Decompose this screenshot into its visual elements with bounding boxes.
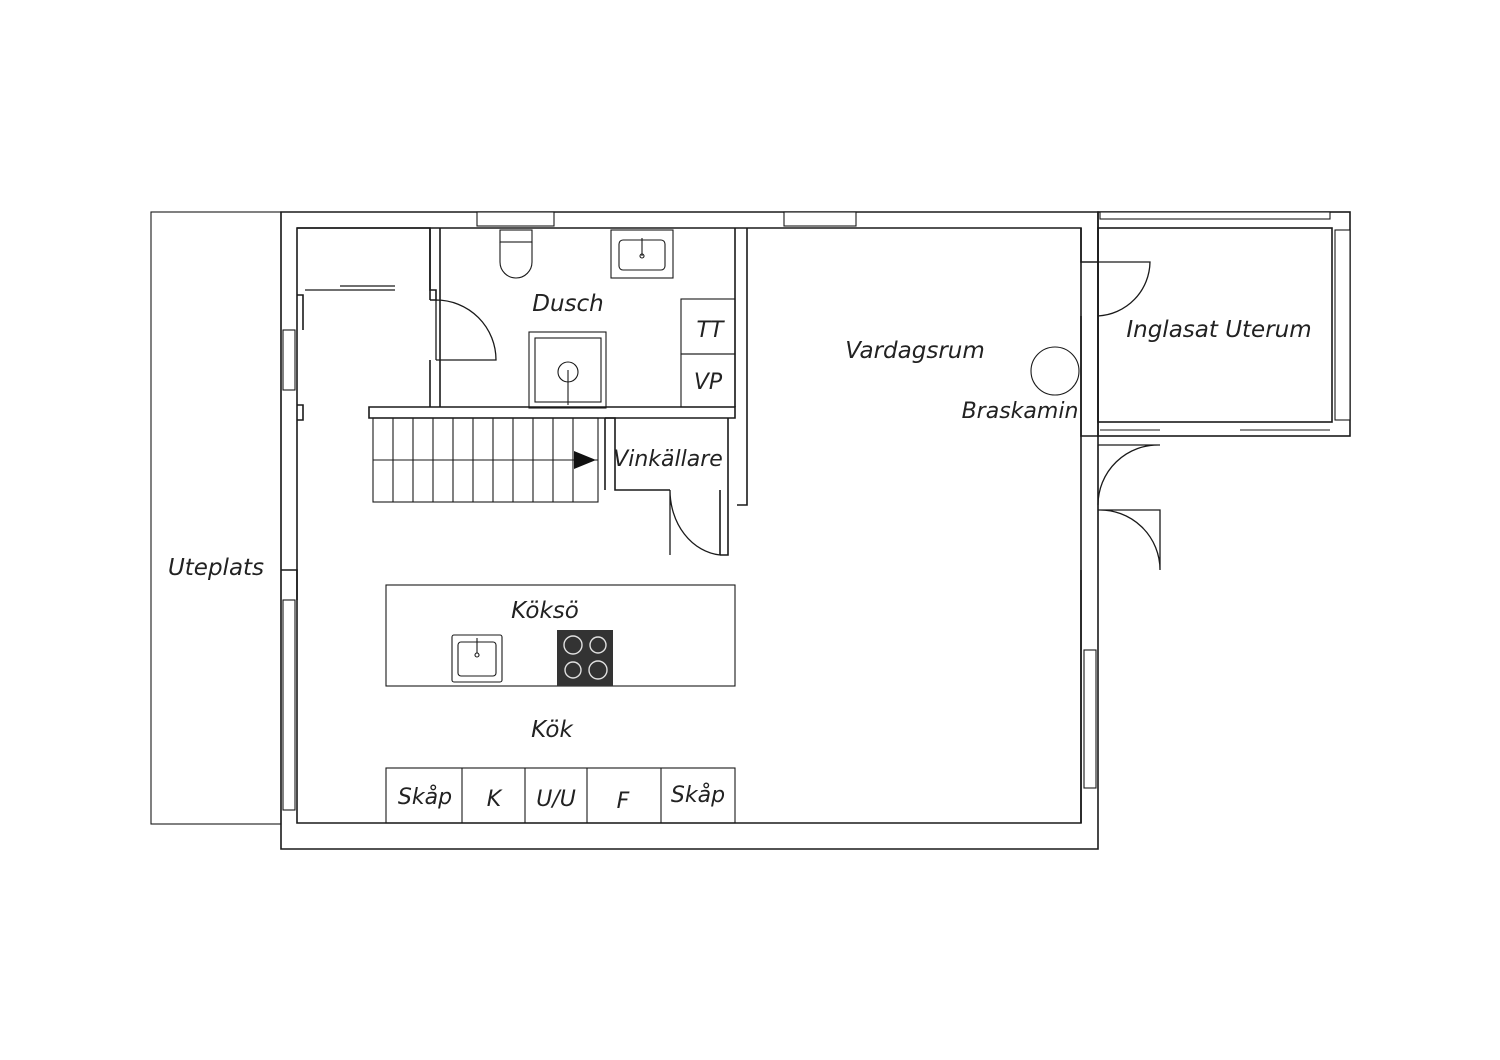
patio <box>150 211 282 825</box>
kitchen-unit-label: Skåp <box>671 782 725 808</box>
sunroom <box>1097 211 1351 437</box>
room-label-dusch: Dusch <box>532 291 604 317</box>
label-braskamin: Braskamin <box>962 399 1079 424</box>
doors <box>305 261 1161 571</box>
kitchen-units <box>385 767 736 824</box>
interior-walls <box>281 227 1098 823</box>
sink-icon <box>451 634 503 683</box>
room-label-uteplats: Uteplats <box>168 555 264 581</box>
stove-icon <box>557 630 613 686</box>
fireplace-icon <box>1030 346 1080 396</box>
kitchen-unit-label: K <box>487 787 503 812</box>
washbasin-icon <box>610 229 674 279</box>
room-label-inglasat-uterum: Inglasat Uterum <box>1126 317 1311 343</box>
shower-icon <box>528 331 607 409</box>
windows <box>282 211 1097 811</box>
outer-walls <box>280 211 1099 850</box>
kitchen-unit-label: U/U <box>536 787 576 812</box>
kitchen-island <box>385 584 736 687</box>
room-label-vardagsrum: Vardagsrum <box>845 338 985 364</box>
stair-direction-arrow-icon <box>574 451 596 469</box>
toilet-icon <box>499 229 533 279</box>
room-label-kok: Kök <box>531 717 574 743</box>
label-vp: VP <box>694 370 723 395</box>
kitchen-unit-label: F <box>617 789 630 814</box>
label-tt: TT <box>697 318 725 343</box>
room-label-vinkallare: Vinkällare <box>613 447 723 472</box>
labels: Uteplats Dusch Vardagsrum Inglasat Uteru… <box>168 291 1312 814</box>
label-koksoe: Köksö <box>511 598 579 624</box>
staircase <box>372 417 599 503</box>
kitchen-unit-label: Skåp <box>398 784 452 810</box>
